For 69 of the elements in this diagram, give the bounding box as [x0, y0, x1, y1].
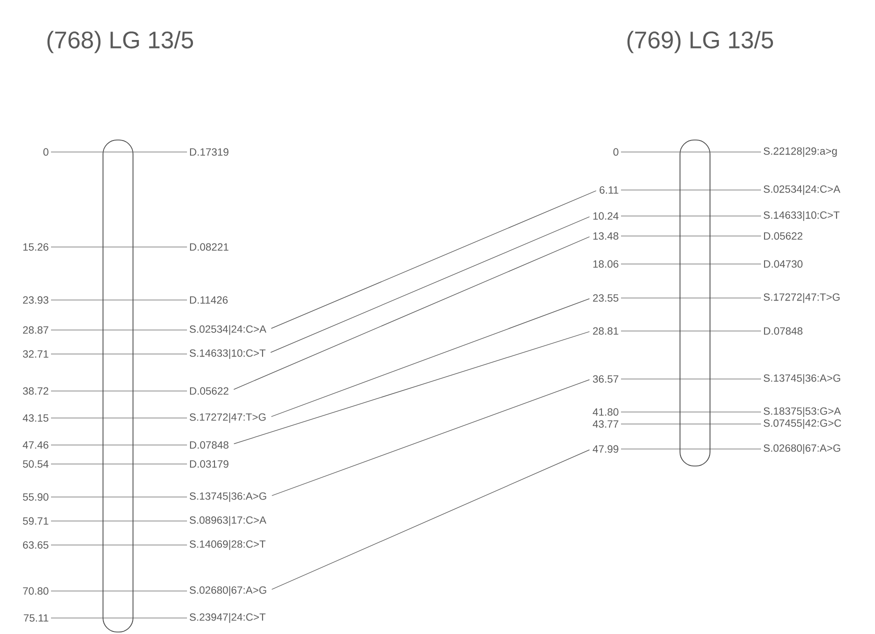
map-title: (769) LG 13/5	[627, 30, 773, 54]
marker-line	[50, 544, 188, 546]
marker-name: S.17272|47:T>G	[190, 413, 266, 423]
marker-name: S.13745|36:A>G	[190, 492, 266, 502]
marker-name: S.23947|24:C>T	[190, 613, 266, 623]
position-value: 70.80	[23, 587, 48, 595]
map-title: (768) LG 13/5	[47, 30, 194, 54]
marker-name: S.08963|17:C>A	[190, 516, 266, 526]
position-value: 0	[43, 148, 48, 156]
marker-line	[620, 448, 762, 450]
marker-name: D.03179	[190, 460, 228, 468]
marker-line	[50, 496, 188, 498]
position-value: 18.06	[593, 260, 618, 268]
marker-name: S.07455|42:G>C	[764, 419, 842, 429]
position-value: 28.81	[593, 327, 618, 335]
marker-name: D.05622	[190, 387, 228, 395]
marker-name: D.07848	[764, 327, 802, 335]
connector-line	[234, 331, 590, 444]
position-value: 13.48	[593, 232, 618, 240]
position-value: 10.24	[593, 212, 618, 220]
marker-line	[620, 378, 762, 380]
marker-line	[50, 520, 188, 522]
position-value: 0	[613, 148, 618, 156]
position-value: 47.46	[22, 441, 48, 449]
marker-name: D.05622	[764, 232, 802, 240]
connector-line	[271, 298, 590, 417]
position-value: 6.11	[600, 186, 618, 194]
marker-name: S.18375|53:G>A	[764, 407, 841, 417]
marker-name: S.02680|67:A>G	[190, 586, 266, 596]
position-value: 43.77	[592, 420, 618, 428]
position-value: 50.54	[22, 460, 48, 468]
marker-name: S.02680|67:A>G	[764, 444, 840, 454]
connector-line	[270, 216, 590, 353]
marker-line	[50, 246, 188, 248]
position-value: 43.15	[22, 414, 48, 422]
marker-name: S.17272|47:T>G	[764, 293, 840, 303]
position-value: 41.80	[592, 408, 618, 416]
marker-name: S.22128|29:a>g	[764, 147, 837, 157]
position-value: 32.71	[22, 350, 48, 358]
position-value: 28.87	[23, 326, 48, 334]
position-value: 23.55	[593, 294, 618, 302]
marker-line	[50, 590, 188, 592]
marker-name: S.14069|28:C>T	[190, 540, 266, 550]
marker-name: S.02534|24:C>A	[190, 325, 266, 335]
marker-name: D.08221	[190, 243, 228, 251]
marker-name: S.13745|36:A>G	[764, 374, 840, 384]
position-value: 63.65	[23, 541, 48, 549]
position-value: 38.72	[22, 387, 48, 395]
marker-line	[50, 444, 188, 446]
marker-name: D.04730	[764, 260, 802, 268]
connector-line	[272, 450, 590, 590]
connector-line	[233, 236, 590, 390]
marker-name: S.02534|24:C>A	[764, 185, 840, 195]
position-value: 23.93	[23, 296, 48, 304]
marker-line	[620, 330, 762, 332]
connector-line	[272, 379, 590, 496]
marker-name: S.14633|10:C>T	[764, 211, 840, 221]
position-value: 15.26	[23, 243, 48, 251]
marker-name: D.07848	[190, 441, 228, 449]
marker-line	[50, 390, 188, 392]
position-value: 59.71	[22, 517, 48, 525]
marker-name: D.17319	[190, 148, 228, 156]
position-value: 75.11	[24, 614, 48, 622]
position-value: 36.57	[592, 375, 618, 383]
marker-name: S.14633|10:C>T	[190, 349, 266, 359]
marker-name: D.11426	[190, 296, 228, 304]
position-value: 55.90	[22, 493, 48, 501]
position-value: 47.99	[592, 445, 618, 453]
connector-line	[270, 190, 596, 329]
